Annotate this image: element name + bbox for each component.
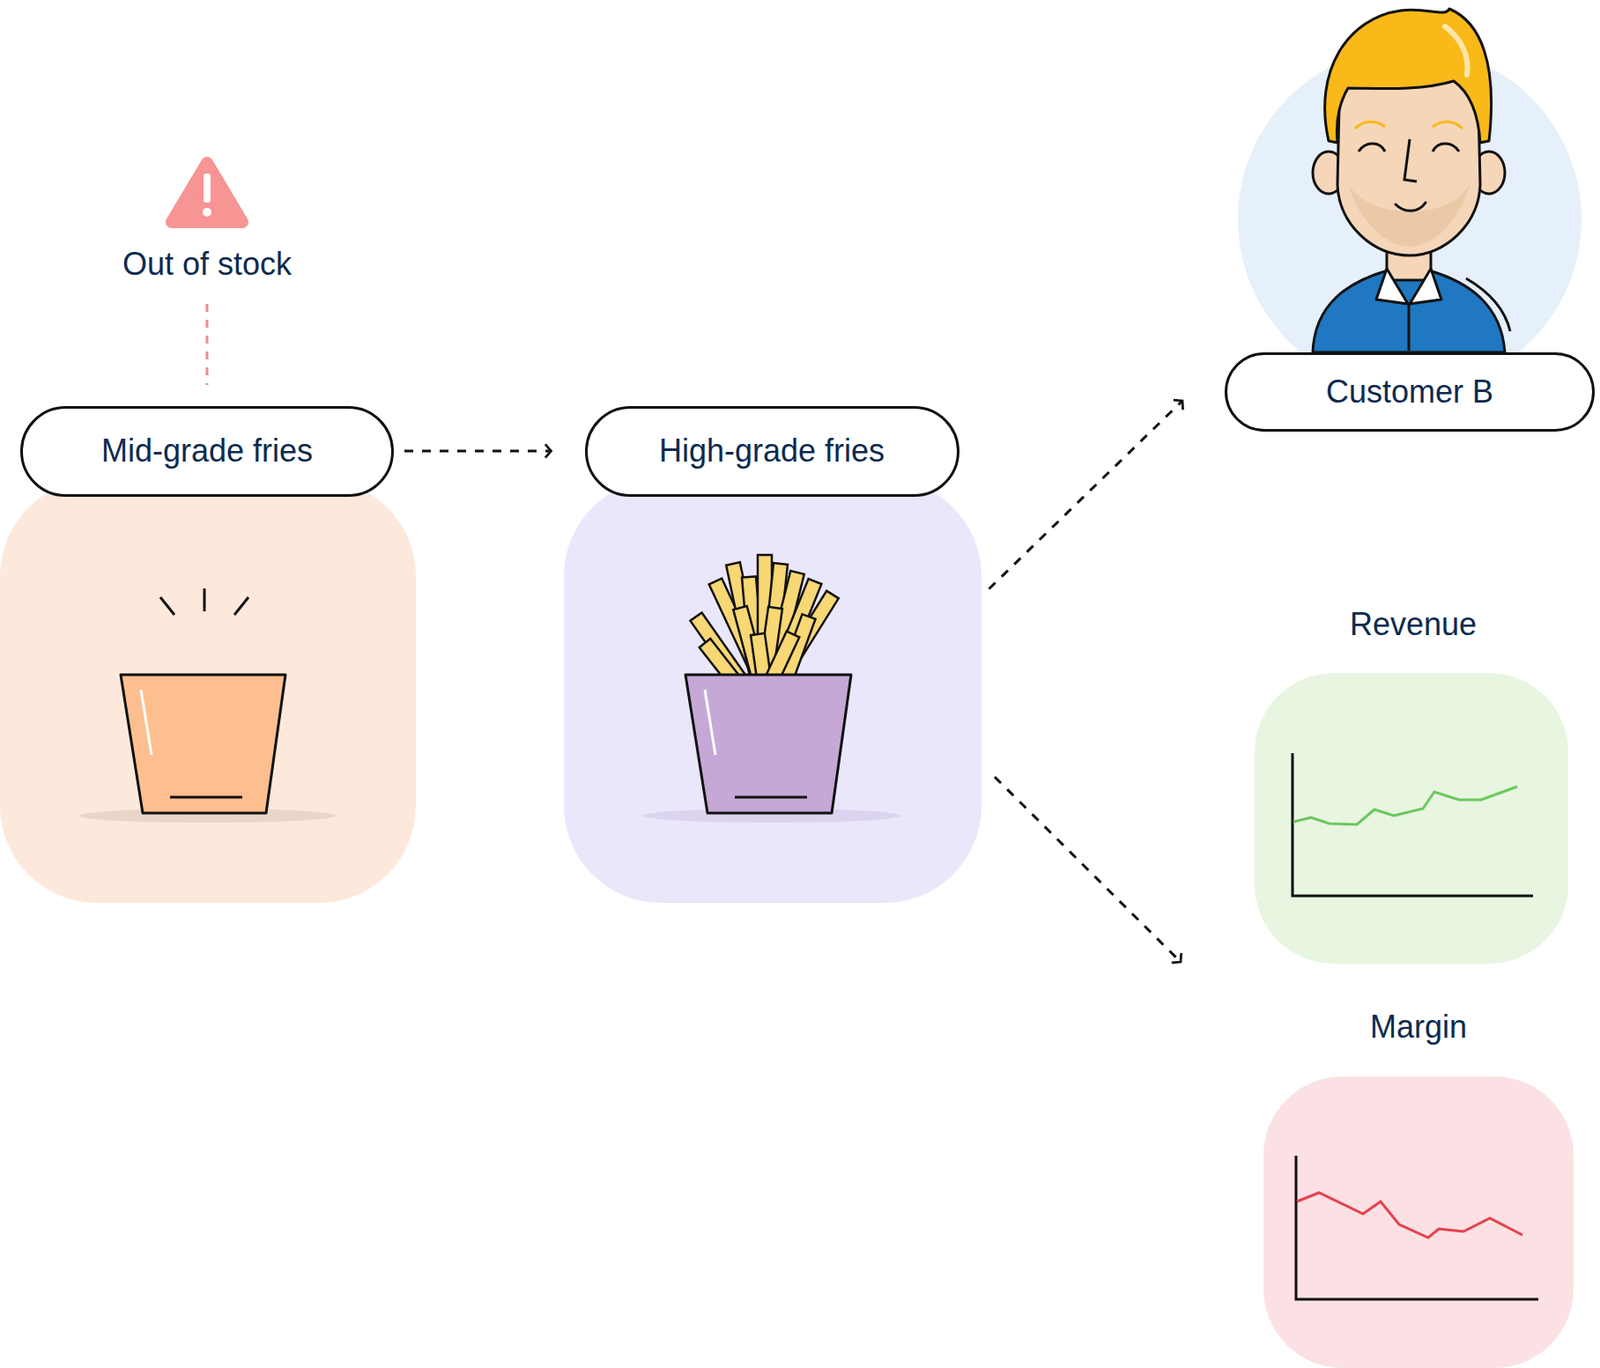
node-label: High-grade fries	[659, 432, 885, 470]
cup-highlight	[140, 689, 152, 756]
eyebrow	[1432, 121, 1463, 129]
cup-highlight	[704, 689, 716, 756]
pill-node: High-grade fries	[585, 406, 960, 497]
shirt	[1312, 270, 1505, 353]
margin-blob	[1263, 1076, 1574, 1368]
flow-arrow	[989, 400, 1184, 590]
eye	[1432, 143, 1460, 152]
sparkle	[203, 588, 207, 612]
fries-cup	[685, 674, 852, 814]
chart-axes	[1292, 753, 1534, 897]
sparkle	[160, 597, 175, 615]
warning-icon	[171, 162, 243, 223]
cup-line	[734, 796, 808, 800]
text-label: Out of stock	[122, 245, 292, 283]
chart-axes	[1296, 1155, 1539, 1300]
node-label: Customer B	[1325, 373, 1494, 411]
purple-blob	[563, 479, 982, 904]
pill-node: Mid-grade fries	[20, 406, 394, 497]
node-label: Mid-grade fries	[101, 432, 313, 470]
eye	[1358, 143, 1386, 152]
mouth	[1395, 202, 1426, 211]
nose	[1404, 139, 1417, 182]
sparkle	[234, 597, 249, 615]
cup-line	[170, 796, 243, 800]
shirt-seam	[1407, 303, 1411, 351]
text-label: Margin	[1370, 1008, 1467, 1046]
beard	[1348, 185, 1470, 247]
empty-cup	[120, 674, 286, 814]
outcome-arrow	[994, 777, 1181, 963]
warning-dot	[202, 207, 212, 217]
leader-line	[206, 303, 209, 386]
orange-blob	[0, 479, 416, 904]
avatar-ground	[1237, 47, 1582, 392]
hair-shine	[1444, 26, 1468, 75]
shirt-line	[1466, 278, 1511, 332]
hair	[1325, 8, 1492, 143]
text-label: Revenue	[1349, 606, 1477, 644]
margin-line	[1296, 1192, 1523, 1238]
eyebrow	[1355, 121, 1386, 129]
collar	[1376, 268, 1408, 304]
warning-mark	[203, 173, 211, 203]
pill-node: Customer B	[1224, 352, 1595, 432]
revenue-blob	[1254, 673, 1569, 964]
collar	[1409, 268, 1442, 304]
flow-arrow	[404, 450, 552, 453]
revenue-line	[1293, 786, 1518, 825]
